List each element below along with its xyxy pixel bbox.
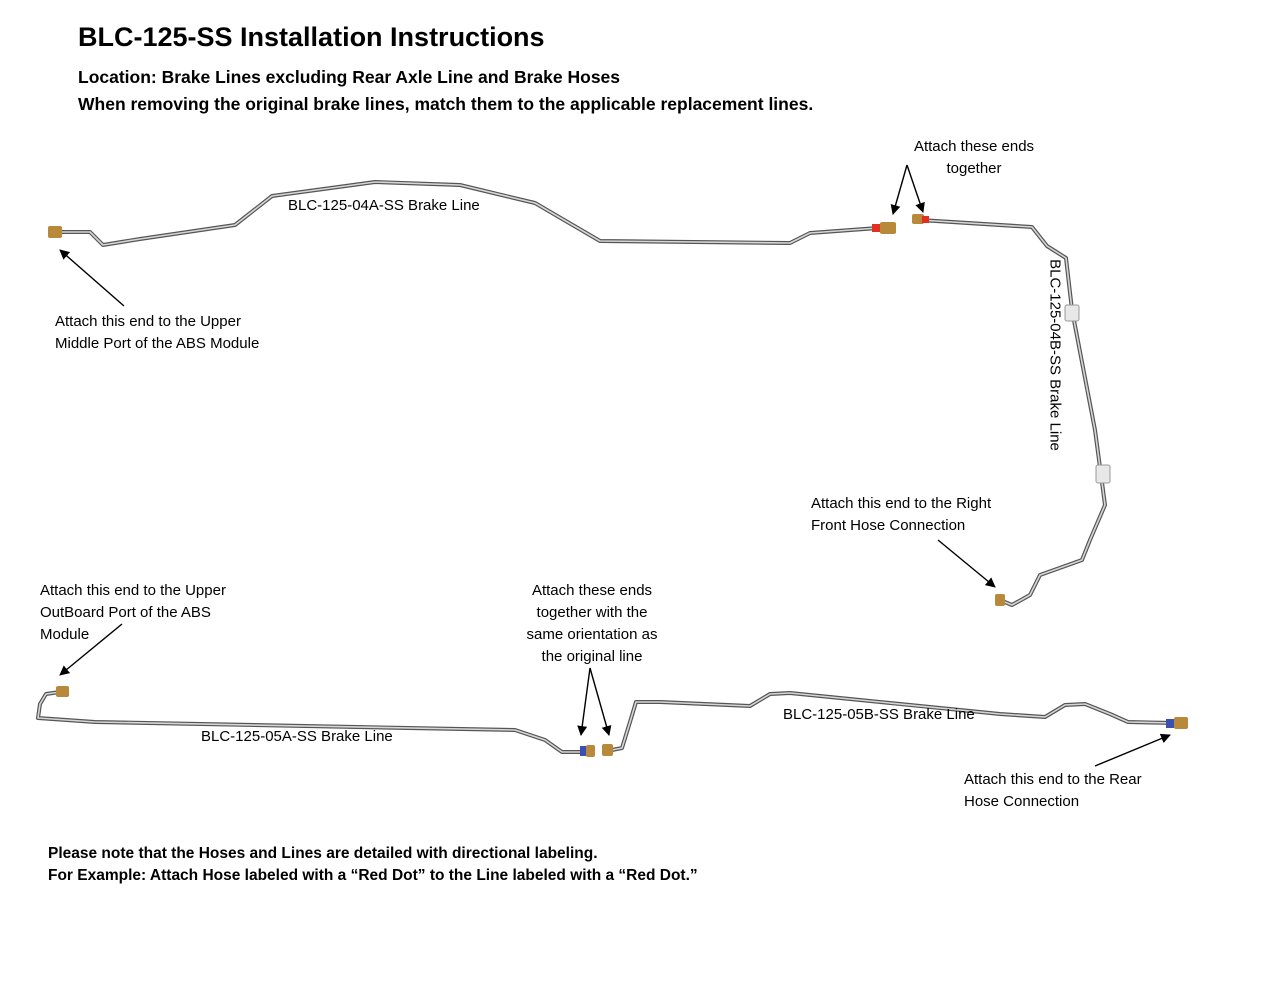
callout-line: Middle Port of the ABS Module <box>55 335 260 352</box>
callout-line: Attach this end to the Upper <box>55 313 241 330</box>
line-05b-label: BLC-125-05B-SS Brake Line <box>783 706 975 723</box>
clip-icon <box>1064 304 1080 322</box>
arrow-icon <box>59 623 123 676</box>
fitting-icon <box>912 214 924 224</box>
fitting-icon <box>48 226 62 238</box>
fitting-icon <box>56 686 69 697</box>
callout-line: Attach these ends <box>531 582 653 599</box>
fitting-icon <box>586 745 595 757</box>
callout-line: the original line <box>541 648 643 665</box>
blue-band-icon <box>580 746 588 756</box>
callout-line: together with the <box>536 604 648 621</box>
callout-line: together <box>946 160 1002 177</box>
arrow-icon <box>589 667 612 736</box>
arrow-icon <box>577 667 591 736</box>
fitting-icon <box>1174 717 1188 729</box>
arrow-icon <box>890 164 908 215</box>
callout-line: Module <box>40 626 90 643</box>
blue-band-icon <box>1166 719 1174 728</box>
callout-rear-hose: Attach this end to the Rear Hose Connect… <box>964 769 1142 813</box>
arrow-icon <box>59 249 125 307</box>
clip-icon <box>1095 464 1111 484</box>
callout-attach-together-top: Attach these ends together <box>905 136 1043 180</box>
callout-abs-upper-outboard: Attach this end to the Upper OutBoard Po… <box>40 580 226 646</box>
red-dot-icon <box>872 224 880 232</box>
callout-line: Attach this end to the Upper <box>40 582 226 599</box>
brake-line-04b <box>912 214 1111 607</box>
callout-attach-together-bottom: Attach these ends together with the same… <box>512 580 672 668</box>
callout-line: Attach these ends <box>913 138 1035 155</box>
arrow-icon <box>937 539 996 588</box>
arrow-icon <box>1094 733 1171 767</box>
brake-line-05a <box>36 686 595 757</box>
callout-line: OutBoard Port of the ABS <box>40 604 211 621</box>
brake-line-04a <box>48 180 896 247</box>
instruction-subtitle: When removing the original brake lines, … <box>78 94 814 114</box>
line-04b-label: BLC-125-04B-SS Brake Line <box>1046 259 1064 451</box>
callout-line: Front Hose Connection <box>811 517 966 534</box>
location-subtitle: Location: Brake Lines excluding Rear Axl… <box>78 67 621 87</box>
arrow-icon <box>906 164 925 213</box>
fitting-icon <box>995 594 1005 606</box>
callout-line: same orientation as <box>526 626 658 643</box>
line-04a-label: BLC-125-04A-SS Brake Line <box>288 197 480 214</box>
brake-line-05b <box>602 691 1188 756</box>
callout-abs-upper-middle: Attach this end to the Upper Middle Port… <box>55 311 259 355</box>
note-directional-labeling: Please note that the Hoses and Lines are… <box>48 845 598 862</box>
callout-right-front-hose: Attach this end to the Right Front Hose … <box>811 493 991 537</box>
fitting-icon <box>602 744 613 756</box>
line-05a-label: BLC-125-05A-SS Brake Line <box>201 728 393 745</box>
fitting-icon <box>880 222 896 234</box>
red-dot-icon <box>922 216 929 223</box>
callout-line: Hose Connection <box>964 793 1080 810</box>
page-title: BLC-125-SS Installation Instructions <box>78 22 545 52</box>
note-red-dot-example: For Example: Attach Hose labeled with a … <box>48 867 698 884</box>
callout-line: Attach this end to the Rear <box>964 771 1142 788</box>
callout-line: Attach this end to the Right <box>811 495 992 512</box>
